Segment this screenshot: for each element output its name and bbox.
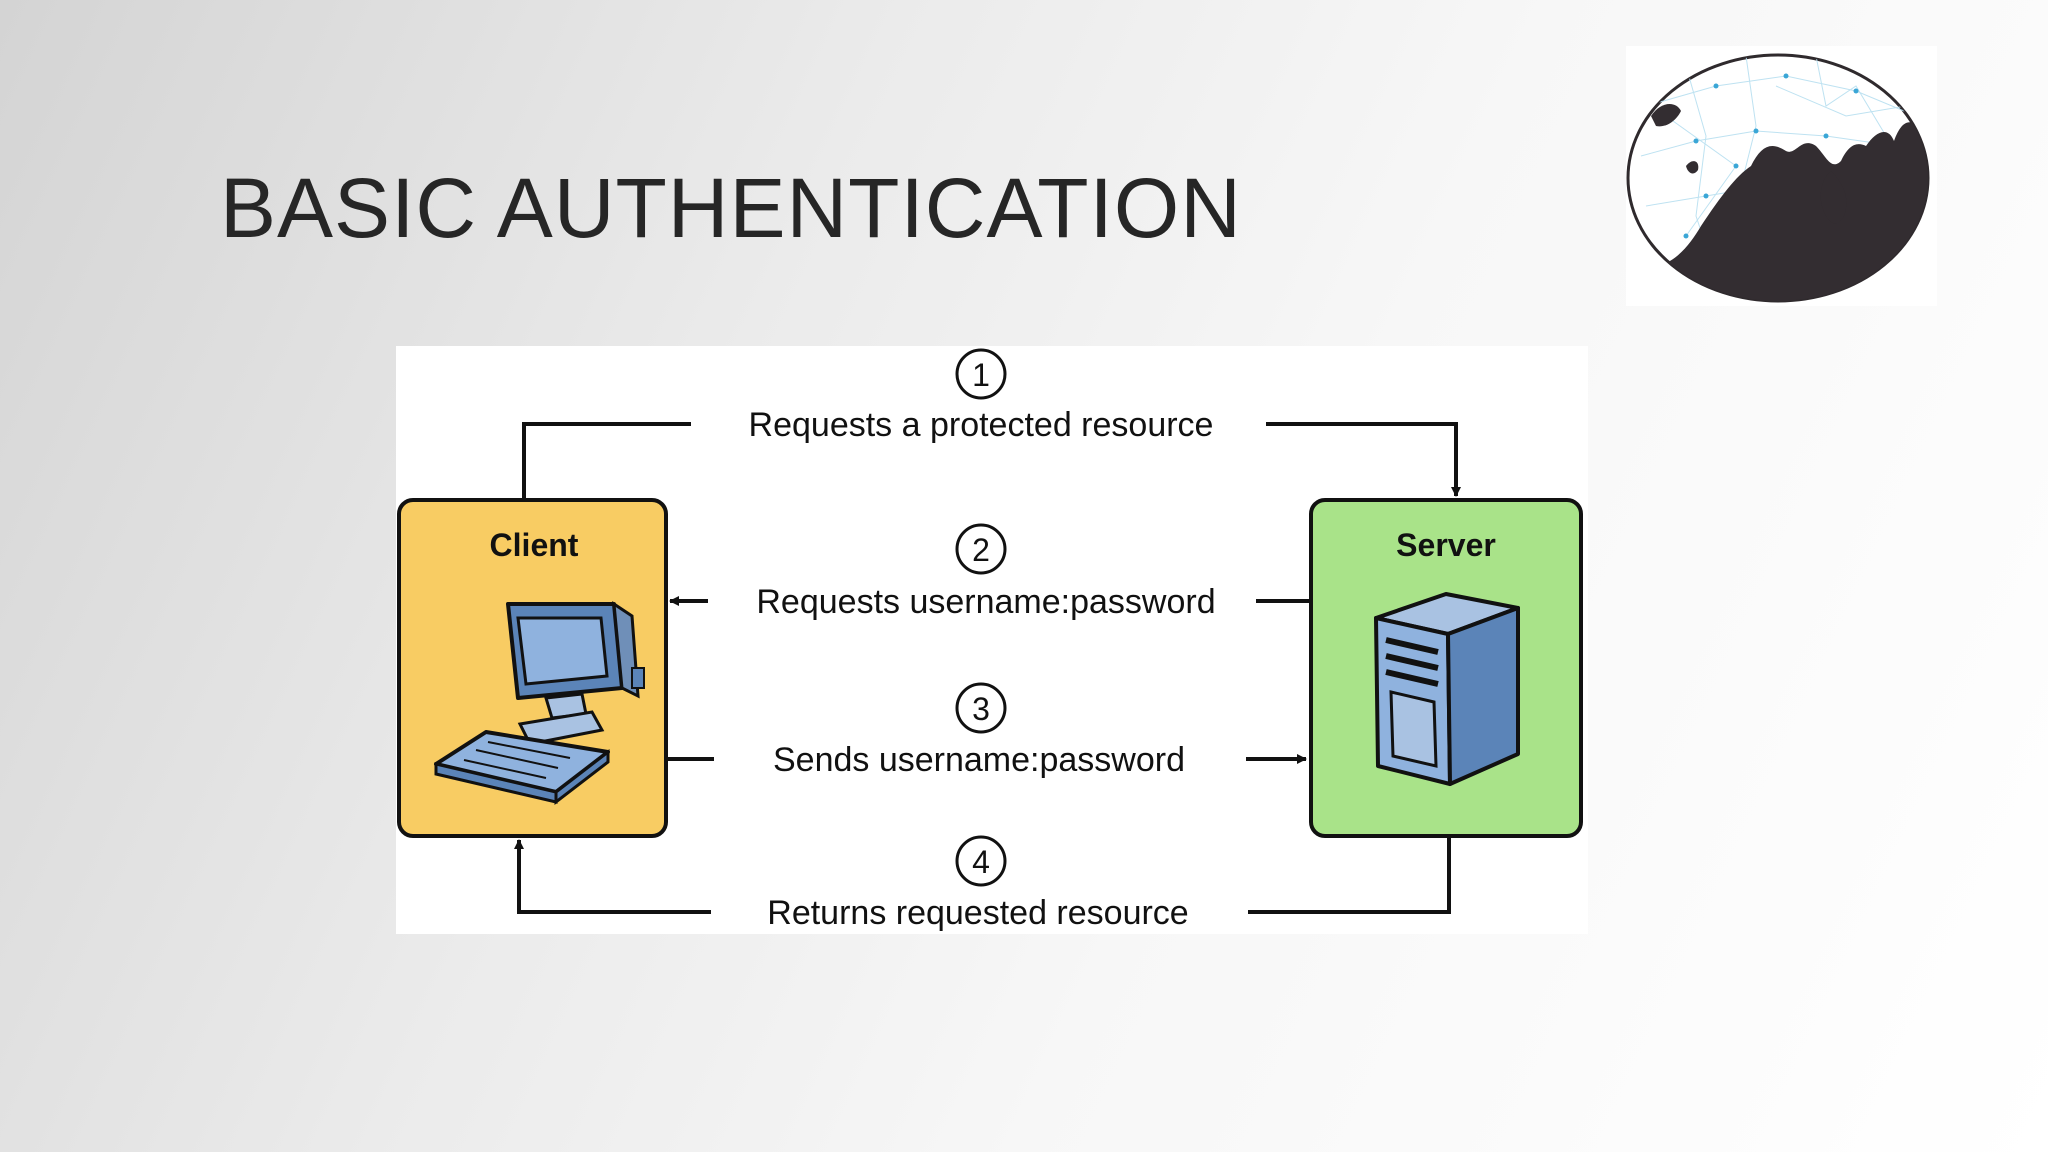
step-2-flow: 2 Requests username:password [669,523,1311,621]
step-1-label: Requests a protected resource [749,406,1214,444]
step-3-badge [955,682,1007,734]
step-1-badge [955,348,1007,400]
step-3-label: Sends username:password [773,741,1185,779]
server-tower-icon [1374,592,1520,786]
server-label: Server [1396,527,1496,563]
step-1-flow: 1 Requests a protected resource [522,348,1461,500]
server-node: Server [1309,498,1583,838]
step-4-number: 4 [972,844,990,880]
step-2-badge [955,523,1007,575]
client-node: Client [397,498,668,838]
globe-icon [1626,53,1930,303]
slide-title: BASIC AUTHENTICATION [220,161,1242,255]
step-4-label: Returns requested resource [767,894,1188,932]
step-2-number: 2 [972,532,990,568]
globe-logo [1626,46,1937,306]
basic-auth-diagram: Client Server [396,346,1588,934]
step-2-label: Requests username:password [756,583,1215,621]
step-1-number: 1 [972,357,990,393]
step-4-flow: 4 Returns requested resource [514,835,1451,932]
step-4-badge [955,835,1007,887]
step-3-flow: 3 Sends username:password [666,682,1307,779]
computer-icon [434,601,645,806]
client-label: Client [490,527,579,563]
step-3-number: 3 [972,691,990,727]
